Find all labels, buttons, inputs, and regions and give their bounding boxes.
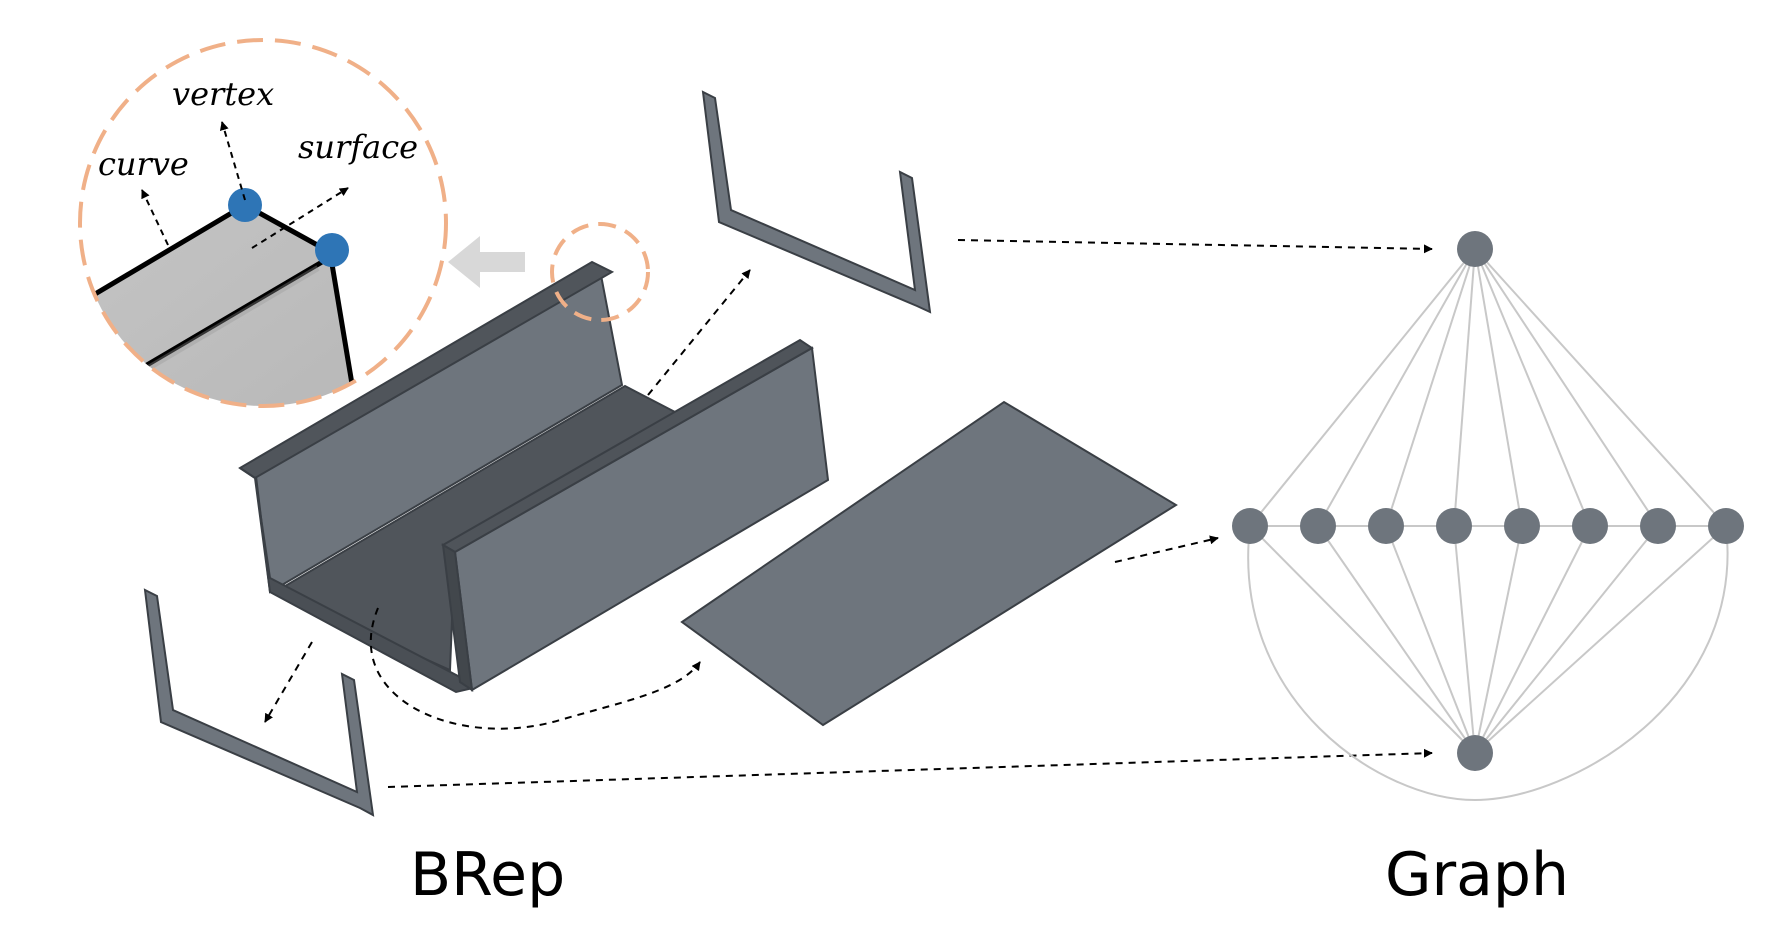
face-u-profile-top — [701, 90, 932, 314]
graph-edge-top-2 — [1385, 248, 1476, 527]
arrow-solid-to-top-profile — [647, 269, 751, 396]
graph-node-mid-4 — [1504, 508, 1540, 544]
graph-edge-bottom-7 — [1474, 525, 1727, 754]
graph-edge-top-4 — [1474, 248, 1523, 527]
label-surface: surface — [298, 128, 418, 166]
caption-graph: Graph — [1385, 840, 1570, 910]
brep-solid — [238, 260, 830, 694]
arrow-solid-to-bottom-profile — [264, 641, 313, 723]
graph-edge-top-1 — [1317, 248, 1476, 527]
graph-edge-top-6 — [1474, 248, 1659, 527]
graph-node-mid-6 — [1640, 508, 1676, 544]
graph-node-mid-5 — [1572, 508, 1608, 544]
zoom-inset: vertex curve surface — [78, 38, 448, 408]
arrow-plate-to-node — [1114, 535, 1219, 563]
graph-edge-bottom-5 — [1474, 525, 1591, 754]
face-u-profile-bottom — [143, 588, 375, 817]
graph-edge-top-3 — [1453, 248, 1476, 527]
zoom-ring — [78, 38, 448, 408]
vertex-dot-2 — [315, 233, 349, 267]
graph-node-bottom — [1457, 735, 1493, 771]
graph-edge-top-5 — [1474, 248, 1591, 527]
label-vertex: vertex — [172, 75, 274, 113]
graph-nodes — [1232, 231, 1744, 771]
graph-edge-outer-curve — [1247, 525, 1729, 802]
graph-edge-bottom-4 — [1474, 525, 1523, 754]
graph-edge-bottom-2 — [1385, 525, 1476, 754]
caption-brep: BRep — [410, 840, 566, 910]
graph-node-mid-1 — [1300, 508, 1336, 544]
graph-node-mid-0 — [1232, 508, 1268, 544]
graph-edge-bottom-3 — [1453, 525, 1476, 754]
mapping-arrows — [264, 239, 1433, 788]
graph-edge-bottom-1 — [1317, 525, 1476, 754]
arrow-top-profile-to-node — [957, 239, 1433, 254]
vertex-dot — [228, 188, 262, 222]
arrow-bottom-profile-to-node — [387, 748, 1433, 788]
graph-node-mid-2 — [1368, 508, 1404, 544]
zoom-hint-arrow — [448, 236, 525, 288]
graph-edge-top-7 — [1474, 248, 1727, 527]
corner-highlight-circle — [550, 222, 650, 322]
graph-node-mid-7 — [1708, 508, 1744, 544]
arrow-solid-to-plate — [370, 607, 701, 730]
graph-edge-bottom-0 — [1249, 525, 1476, 754]
label-curve: curve — [98, 145, 189, 183]
graph-edge-top-0 — [1249, 248, 1476, 527]
graph-node-top — [1457, 231, 1493, 267]
graph-edges — [1247, 248, 1729, 802]
face-plate — [680, 400, 1178, 727]
solid-front-wall-end — [441, 543, 474, 693]
graph-node-mid-3 — [1436, 508, 1472, 544]
graph-edge-bottom-6 — [1474, 525, 1659, 754]
